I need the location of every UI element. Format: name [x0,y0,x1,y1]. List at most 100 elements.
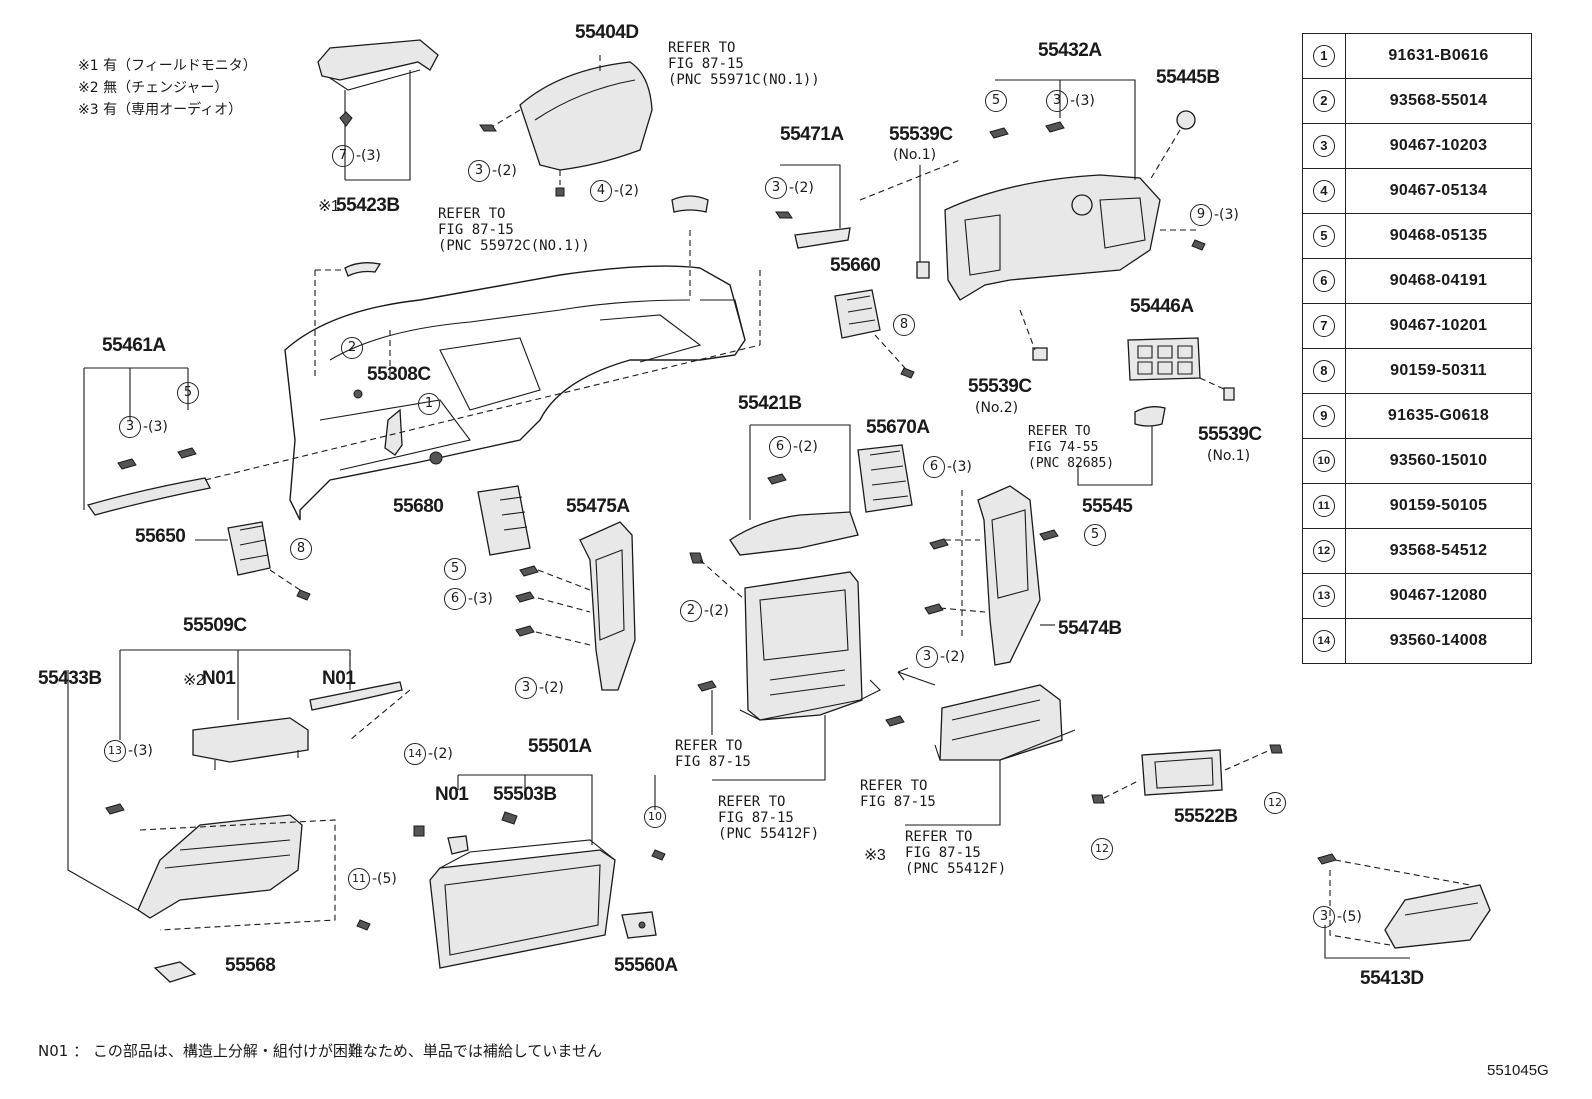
part-sublabel-55539C-no1-right: (No.1) [1207,448,1251,464]
callout-qty: -(3) [1214,207,1239,223]
part-number: 91635-G0618 [1345,393,1532,439]
callout-number: 5 [985,90,1007,112]
callout-qty: -(2) [793,439,818,455]
part-label-55475A: 55475A [566,496,630,517]
part-label-55650: 55650 [135,526,186,547]
callout-qty: -(3) [468,591,493,607]
callout-5-55475a: 5 [444,558,468,580]
callout-2-dash: 2 [341,337,365,359]
callout-12-left: 12 [1091,838,1115,860]
callout-13-qty3: 13-(3) [104,740,153,762]
part-number: 90468-04191 [1345,258,1532,304]
part-label-55421B: 55421B [738,393,802,414]
callout-3-qty2-55475a: 3-(2) [515,677,564,699]
callout-number: 4 [590,180,612,202]
callout-number: 5 [444,558,466,580]
part-label-55446A: 55446A [1130,296,1194,317]
row-index: 14 [1313,630,1335,652]
footer-note: N01 ： この部品は、構造上分解・組付けが困難なため、単品では補給していません [38,1042,602,1060]
row-index: 5 [1313,225,1335,247]
part-number: 93568-54512 [1345,528,1532,574]
callout-6-qty3-55474b: 6-(3) [923,456,972,478]
callout-number: 6 [769,436,791,458]
part-label-n01-a: N01 [435,784,469,805]
part-label-55509C: 55509C [183,615,247,636]
callout-number: 3 [765,177,787,199]
callout-qty: -(2) [940,649,965,665]
reference-note-center-left: REFER TO FIG 87-15 [675,738,751,770]
part-label-55461A: 55461A [102,335,166,356]
callout-3-qty5: 3-(5) [1313,906,1362,928]
part-label-55501A: 55501A [528,736,592,757]
part-label-55545: 55545 [1082,496,1133,517]
row-index: 6 [1313,270,1335,292]
callout-8-55650: 8 [290,538,314,560]
reference-note-55972c: REFER TO FIG 87-15 (PNC 55972C(NO.1)) [438,206,590,254]
part-sublabel-55539C-no1-top: (No.1) [893,147,937,163]
part-number: 93560-14008 [1345,618,1532,664]
row-index: 13 [1313,585,1335,607]
part-label-55522B: 55522B [1174,806,1238,827]
callout-qty: -(5) [1337,909,1362,925]
callout-number: 1 [418,393,440,415]
callout-4-qty2: 4-(2) [590,180,639,202]
callout-number: 3 [119,416,141,438]
legend-note-3: ※3 有（専用オーディオ） [78,102,243,118]
callout-number: 3 [515,677,537,699]
callout-number: 2 [680,600,702,622]
callout-number: 3 [468,160,490,182]
callout-5-55432a: 5 [985,90,1009,112]
callout-number: 5 [177,382,199,404]
table-row: 12 93568-54512 [1302,528,1532,574]
callout-5-55474b: 5 [1084,524,1108,546]
callout-qty: -(3) [128,743,153,759]
note-mark-1: ※1 [318,198,340,215]
callout-number: 9 [1190,204,1212,226]
part-number: 93568-55014 [1345,78,1532,124]
table-row: 14 93560-14008 [1302,618,1532,664]
reference-note-82685: REFER TO FIG 74-55 (PNC 82685) [1028,424,1115,471]
part-number: 93560-15010 [1345,438,1532,484]
part-label-55308C: 55308C [367,364,431,385]
callout-qty: -(2) [428,746,453,762]
callout-number: 14 [404,743,426,765]
row-index: 7 [1313,315,1335,337]
part-label-55539C-no2: 55539C [968,376,1032,397]
note-mark-2: ※2 [183,672,205,689]
part-label-55568: 55568 [225,955,276,976]
legend-note-1: ※1 有（フィールドモニタ） [78,58,257,74]
legend-note-2: ※2 無（チェンジャー） [78,80,229,96]
callout-12-right: 12 [1264,792,1288,814]
callout-1-dash: 1 [418,393,442,415]
part-label-n01-c: N01 [322,668,356,689]
part-number: 90468-05135 [1345,213,1532,259]
callout-number: 13 [104,740,126,762]
callout-14-qty2: 14-(2) [404,743,453,765]
callout-number: 3 [1046,90,1068,112]
part-label-55423B: 55423B [336,195,400,216]
callout-3-qty3-55461a: 3-(3) [119,416,168,438]
part-label-55474B: 55474B [1058,618,1122,639]
callout-qty: -(3) [1070,93,1095,109]
callout-qty: -(2) [492,163,517,179]
part-number: 90467-05134 [1345,168,1532,214]
callout-8-55660: 8 [893,314,917,336]
row-index: 12 [1313,540,1335,562]
callout-qty: -(3) [356,148,381,164]
part-label-55680: 55680 [393,496,444,517]
callout-qty: -(5) [372,871,397,887]
callout-qty: -(3) [947,459,972,475]
reference-note-55412f-b: REFER TO FIG 87-15 (PNC 55412F) [905,829,1007,877]
callout-qty: -(2) [614,183,639,199]
part-label-55503B: 55503B [493,784,557,805]
note-mark-3: ※3 [864,847,886,864]
callout-qty: -(2) [539,680,564,696]
